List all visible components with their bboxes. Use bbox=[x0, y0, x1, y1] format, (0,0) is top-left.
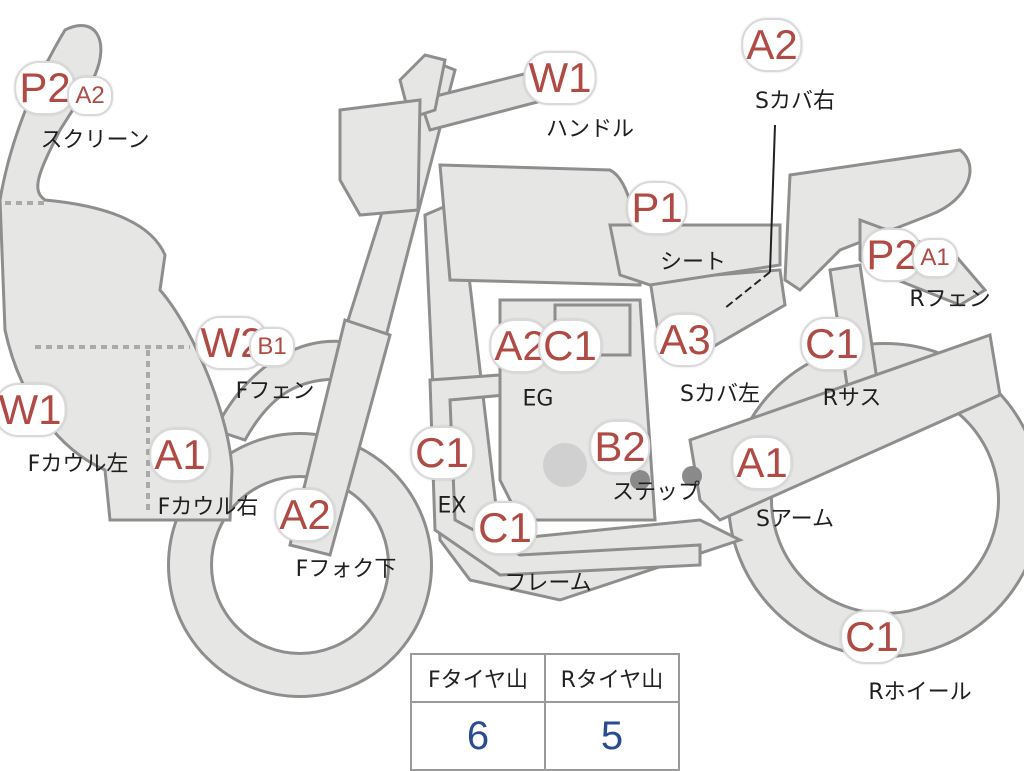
swingarm-code-badge: A1 bbox=[731, 436, 793, 490]
screen-label: スクリーン bbox=[40, 128, 150, 153]
scover-right-leader-dash bbox=[724, 271, 771, 309]
screen-code-badge: P2 bbox=[14, 61, 76, 115]
ffork-code-badge: A2 bbox=[274, 488, 336, 542]
scover-right-label: Sカバ右 bbox=[755, 89, 835, 114]
ffender-code-badge: B1 bbox=[249, 327, 295, 367]
step-peg-1 bbox=[630, 470, 650, 490]
fcowl-left-label: Fカウル左 bbox=[27, 452, 129, 477]
ffork-label: Fフォク下 bbox=[295, 557, 397, 582]
headlight-shape bbox=[338, 98, 422, 217]
step-peg-2 bbox=[682, 466, 702, 486]
scover-left-code-badge: A3 bbox=[654, 313, 716, 367]
rfender-code-badge: A1 bbox=[912, 238, 958, 278]
engine-code-badge: C1 bbox=[538, 319, 602, 373]
front-tire-header: Fタイヤ山 bbox=[410, 653, 546, 703]
scover-right-code-badge: A2 bbox=[741, 18, 803, 72]
engine-label: EG bbox=[522, 386, 554, 412]
exhaust-code-badge: C1 bbox=[410, 426, 474, 480]
frame-label: フレーム bbox=[504, 571, 592, 596]
rsus-label: Rサス bbox=[822, 386, 882, 411]
handle-code-badge: W1 bbox=[523, 51, 597, 105]
screen-code-badge: A2 bbox=[67, 76, 113, 116]
rear-tire-value: 5 bbox=[544, 701, 680, 771]
swingarm-label: Sアーム bbox=[756, 507, 834, 532]
seat-rear-shape bbox=[783, 148, 972, 292]
seat-label: シート bbox=[659, 250, 727, 275]
handle-label: ハンドル bbox=[545, 117, 635, 142]
fcowl-right-label: Fカウル右 bbox=[157, 495, 259, 520]
step-code-badge: B2 bbox=[589, 420, 651, 474]
engine-cover bbox=[543, 443, 587, 487]
frame-code-badge: C1 bbox=[473, 501, 537, 555]
exhaust-label: EX bbox=[437, 493, 467, 519]
rwheel-label: Rホイール bbox=[868, 680, 972, 705]
tire-tread-table: Fタイヤ山 Rタイヤ山 6 5 bbox=[410, 653, 680, 771]
step-label: ステップ bbox=[611, 480, 701, 505]
front-tire-value: 6 bbox=[410, 701, 546, 771]
rfender-label: Rフェン bbox=[909, 287, 991, 312]
rear-tire-header: Rタイヤ山 bbox=[544, 653, 680, 703]
fcowl-right-code-badge: A1 bbox=[149, 428, 211, 482]
seat-front-shape bbox=[608, 223, 782, 287]
seat-code-badge: P1 bbox=[626, 181, 688, 235]
rwheel-code-badge: C1 bbox=[840, 610, 904, 664]
scover-left-label: Sカバ左 bbox=[680, 382, 760, 407]
ffender-label: Fフェン bbox=[235, 379, 315, 404]
front-wheel-rim bbox=[170, 435, 430, 695]
fcowl-left-code-badge: W1 bbox=[0, 383, 67, 437]
rsus-code-badge: C1 bbox=[800, 317, 864, 371]
scover-right-leader bbox=[769, 124, 776, 273]
